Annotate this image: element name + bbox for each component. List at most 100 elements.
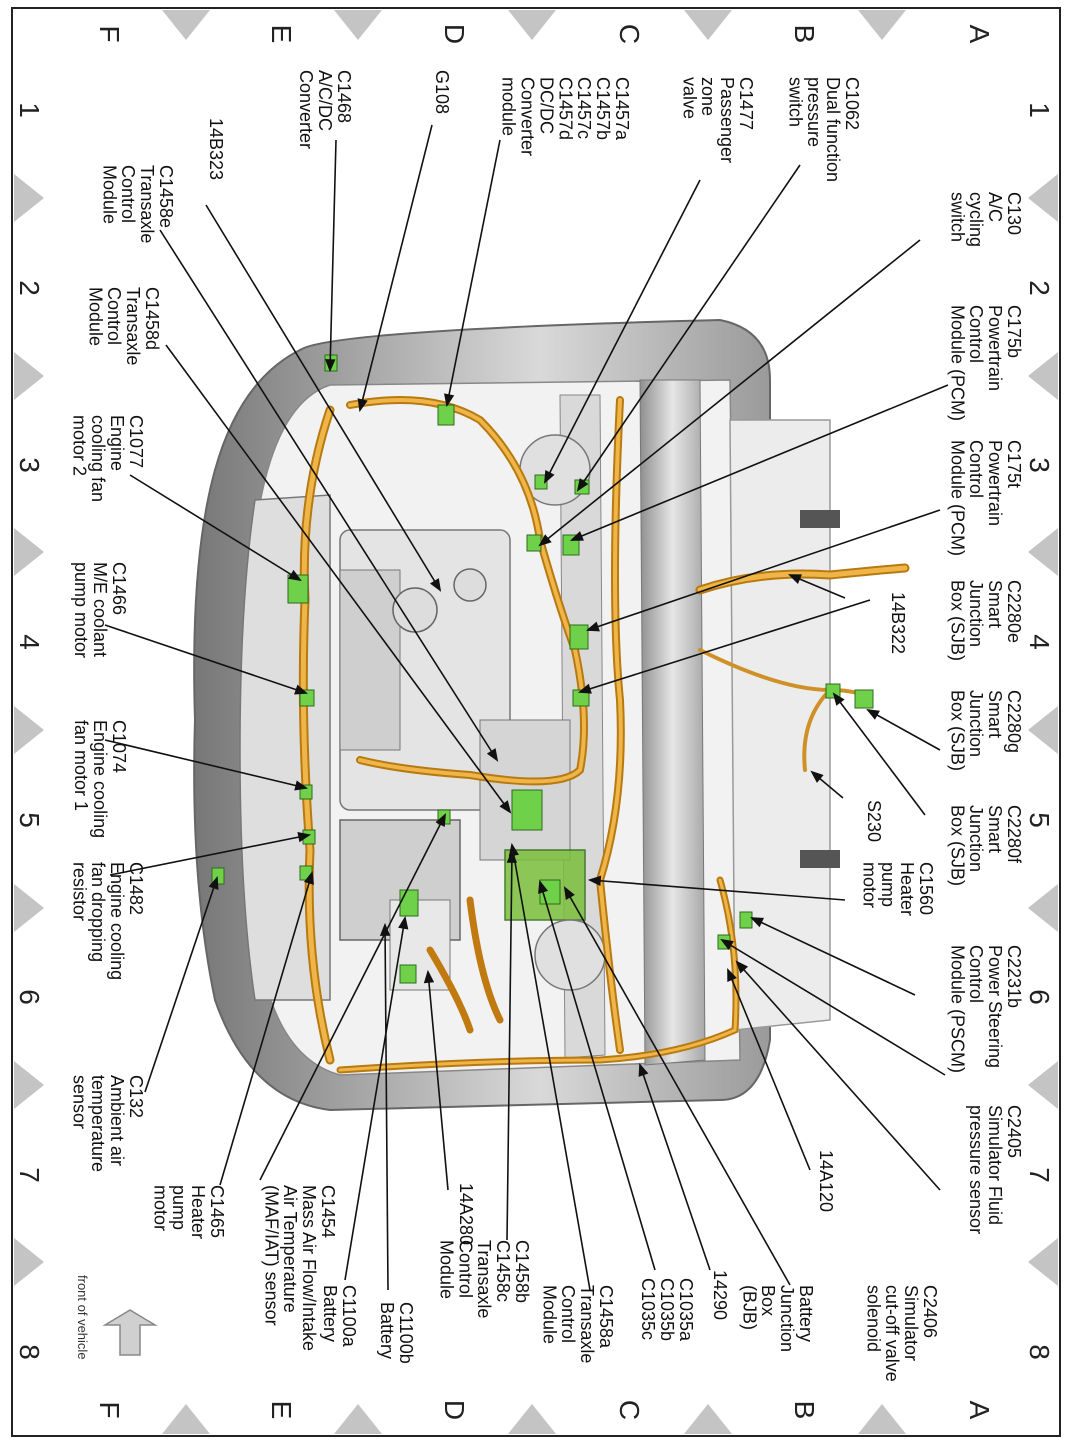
grid-row-labels-bottom: A B C D E F — [94, 1400, 995, 1420]
strut-tower-bottom — [534, 919, 606, 991]
col-label-8: 8 — [14, 1344, 45, 1360]
connector-c2280f — [825, 683, 841, 699]
callout-line: C1074 — [109, 720, 129, 773]
callout-line: Junction — [777, 1285, 797, 1352]
callout-line: C1035b — [657, 1278, 677, 1341]
leader-lines — [104, 124, 949, 1291]
leader-line — [219, 872, 313, 1186]
callout-line: 14A120 — [816, 1150, 836, 1212]
callout-line: Battery — [796, 1285, 816, 1342]
callout-line: 14A280 — [456, 1183, 476, 1245]
callout-14b322: 14B322 — [888, 592, 908, 654]
callout-line: Module — [436, 1240, 456, 1299]
callout-line: C175t — [1004, 440, 1024, 488]
callout-line: C130 — [1004, 192, 1024, 235]
leader-line — [867, 709, 941, 751]
callout-line: Smart — [985, 690, 1005, 738]
leader-arrowhead — [810, 770, 824, 783]
callout-line: Ambient air — [107, 1075, 127, 1166]
col-label-3: 3 — [14, 457, 45, 473]
battery-box — [389, 899, 451, 991]
front-of-vehicle-label: front of vehicle — [75, 1275, 90, 1360]
leader-arrowhead — [303, 870, 314, 885]
callout-line: Control — [966, 440, 986, 498]
callout-line: Control — [104, 287, 124, 345]
callout-c2280g: C2280gSmartJunctionBox (SJB) — [947, 690, 1024, 771]
leader-arrowhead — [577, 683, 592, 694]
grid-marker-right — [1028, 174, 1058, 222]
grid-marker-right — [1028, 1238, 1058, 1286]
callout-line: Control — [558, 1285, 578, 1343]
leader-line — [564, 887, 791, 1286]
callout-line: C1482 — [126, 862, 146, 915]
leader-arrowhead — [429, 578, 442, 592]
callout-line: C1458a — [596, 1285, 616, 1349]
connector-c1458 — [511, 789, 543, 831]
grid-marker-left — [14, 1061, 44, 1109]
vehicle-illustration — [193, 318, 840, 1112]
callout-line: C132 — [126, 1075, 146, 1118]
callout-line: temperature — [88, 1075, 108, 1172]
callout-c132: C132Ambient airtemperaturesensor — [69, 1075, 146, 1172]
connector-c130 — [526, 534, 542, 552]
leader-arrowhead — [570, 531, 584, 541]
callout-line: C1077 — [126, 415, 146, 468]
leader-line — [587, 509, 941, 631]
callout-line: Engine cooling — [107, 862, 127, 980]
leader-line — [329, 139, 337, 371]
callout-line: Module (PSCM) — [947, 945, 967, 1073]
grid-column-labels-left: 1 2 3 4 5 6 7 8 — [14, 102, 45, 1360]
callout-line: C1458c — [493, 1240, 513, 1302]
connector-c1560 — [739, 911, 753, 929]
leader-arrowhead — [638, 1062, 649, 1077]
leader-arrowhead — [423, 969, 435, 984]
callout-line: cycling — [966, 192, 986, 247]
callout-line: Module — [99, 165, 119, 224]
grid-marker-right — [1028, 352, 1058, 400]
grid-labels: A B C D E F A B C D E F 1 2 3 4 5 6 7 8 … — [14, 24, 1055, 1420]
connector-c1457 — [437, 404, 455, 426]
fill-cap — [453, 568, 487, 602]
col-label-3-right: 3 — [1024, 457, 1055, 473]
leader-line — [344, 917, 406, 1281]
callout-line: C1468 — [334, 70, 354, 123]
leader-arrowhead — [563, 886, 575, 900]
row-label-b: B — [789, 25, 820, 44]
leader-arrowhead — [585, 621, 600, 632]
connector-c175t — [569, 624, 589, 650]
harness-bottom-highlight — [338, 878, 738, 1072]
callout-line: C1458b — [512, 1240, 532, 1303]
callout-c2406: C2406Simulatorcut-off valvesolenoid — [863, 1285, 940, 1382]
callout-14290: 14290 — [710, 1270, 730, 1320]
leader-line — [589, 879, 846, 901]
callout-c1560: C1560Heaterpumpmotor — [859, 862, 936, 916]
leader-line — [104, 739, 307, 789]
callout-bjb: BatteryJunctionBox(BJB) — [739, 1285, 816, 1352]
callout-line: cooling fan — [88, 415, 108, 502]
grid-marker-bottom — [858, 1404, 906, 1434]
row-label-b-bottom: B — [789, 1401, 820, 1420]
leader-arrowhead — [486, 748, 499, 762]
callout-line: Passenger — [717, 77, 737, 163]
leader-line — [144, 877, 218, 1093]
callout-line: C2280f — [1004, 805, 1024, 864]
leader-arrowhead — [735, 960, 749, 974]
callout-line: Module (PCM) — [947, 305, 967, 421]
callout-line: Box — [758, 1285, 778, 1316]
leader-arrowhead — [720, 938, 734, 951]
callout-line: S230 — [864, 800, 884, 842]
leader-arrowhead — [288, 569, 302, 582]
callout-c1062: C1062Dual functionpressureswitch — [785, 77, 862, 182]
callout-c2280e: C2280eSmartJunctionBox (SJB) — [947, 580, 1024, 661]
callout-line: C1035c — [638, 1278, 658, 1340]
callout-line: Battery — [377, 1302, 397, 1359]
callout-line: motor — [859, 862, 879, 908]
col-label-2: 2 — [14, 280, 45, 296]
leader-arrowhead — [297, 832, 312, 843]
grid-marker-top — [334, 10, 382, 40]
callout-line: Simulator Fluid — [985, 1105, 1005, 1225]
leader-arrowhead — [538, 534, 552, 547]
grid-marker-right — [1028, 528, 1058, 576]
col-label-6: 6 — [14, 989, 45, 1005]
callout-line: module — [499, 77, 519, 136]
